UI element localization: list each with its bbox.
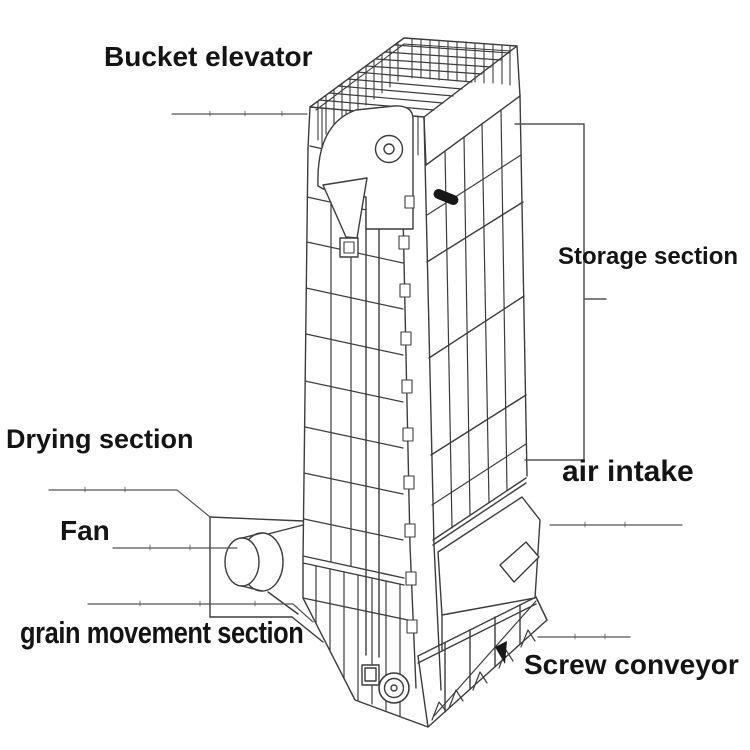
right-face-band bbox=[432, 477, 527, 541]
fan-box bbox=[209, 516, 304, 522]
motor-pulley bbox=[378, 672, 410, 704]
corner-bevel bbox=[397, 116, 442, 691]
discharge-hopper bbox=[322, 177, 368, 239]
leader-drying-section bbox=[48, 489, 211, 518]
label-screw-conveyor: Screw conveyor bbox=[524, 649, 739, 680]
door-handle bbox=[433, 189, 459, 205]
label-fan: Fan bbox=[60, 515, 110, 546]
bracket-storage-section bbox=[514, 123, 585, 461]
truss-dark-gusset bbox=[495, 641, 507, 664]
head-pulley bbox=[374, 134, 404, 164]
tower-right-face bbox=[426, 95, 528, 546]
label-air-intake: air intake bbox=[562, 455, 694, 488]
label-storage-section: Storage section bbox=[558, 243, 739, 270]
base-frame bbox=[302, 559, 548, 728]
boot-box bbox=[361, 664, 380, 686]
grate-slats bbox=[318, 44, 511, 111]
elevator-head bbox=[317, 105, 414, 230]
label-bucket-elevator: Bucket elevator bbox=[104, 41, 313, 72]
intake-window bbox=[499, 541, 540, 583]
label-grain-movement-section: grain movement section bbox=[20, 615, 304, 650]
leader-grain-movement bbox=[87, 603, 314, 623]
bucket-elevator bbox=[317, 105, 415, 658]
bin-wall-right bbox=[411, 38, 511, 86]
corner-clips bbox=[397, 187, 418, 634]
label-drying-section: Drying section bbox=[6, 424, 194, 454]
fan-inlet bbox=[224, 537, 260, 587]
air-intake-duct bbox=[437, 496, 541, 651]
screw-conveyor-truss bbox=[417, 596, 548, 728]
right-face-verticals bbox=[444, 109, 508, 529]
fan-assembly bbox=[209, 516, 324, 643]
annotation-lines bbox=[48, 110, 683, 640]
